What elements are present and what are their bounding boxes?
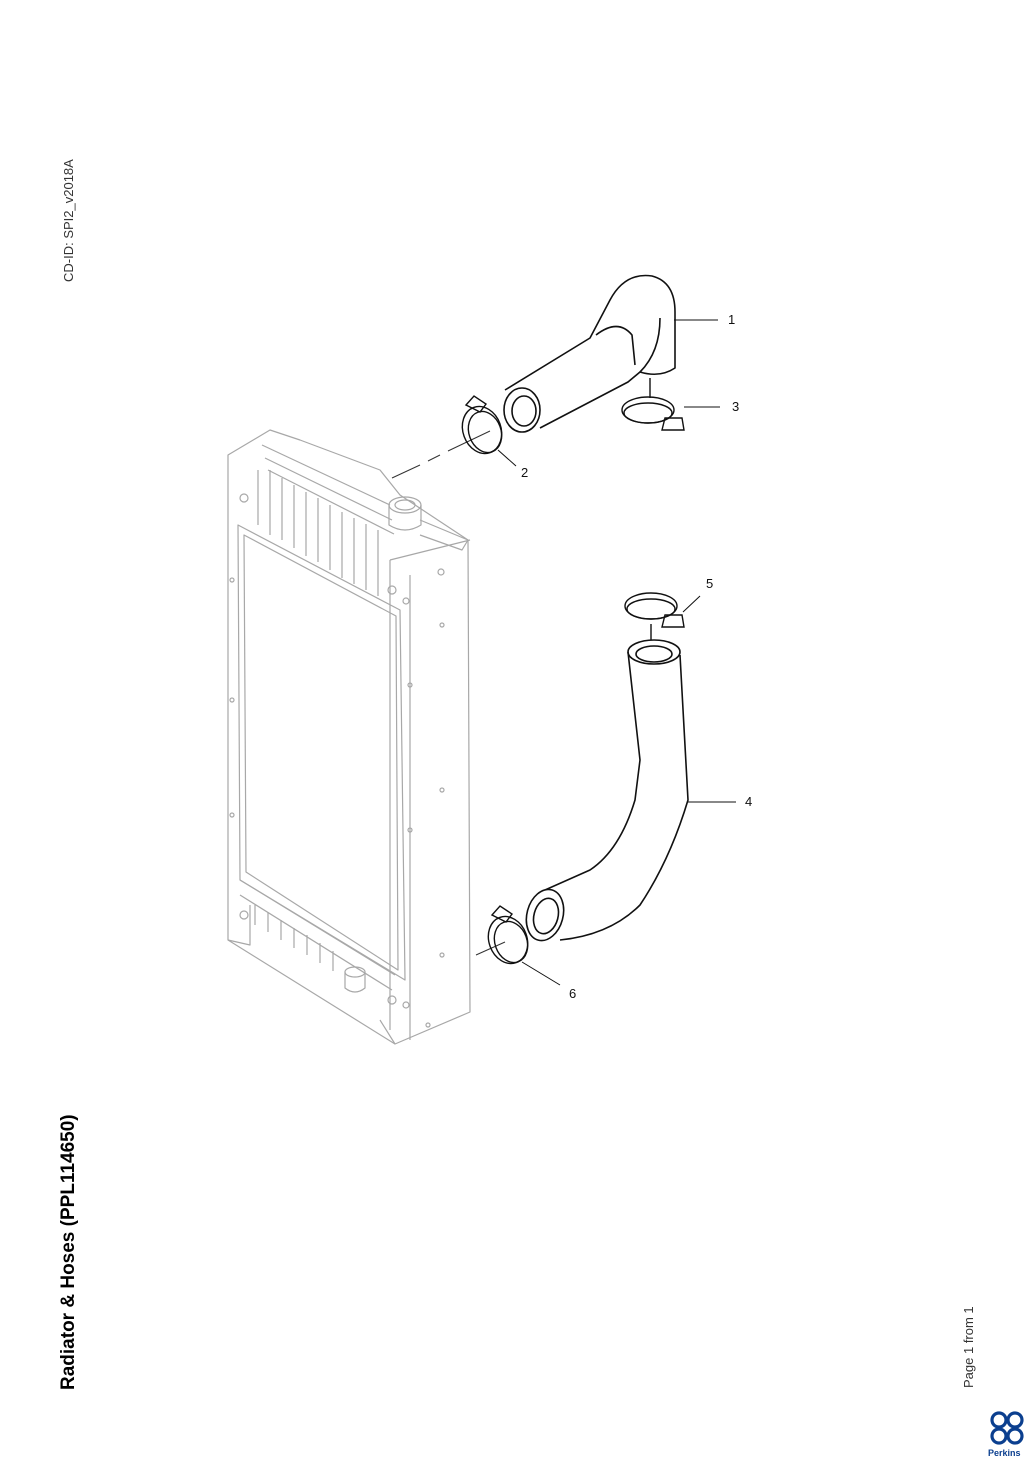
- radiator: [227, 429, 471, 1045]
- clamp-3: [621, 378, 685, 431]
- hose-1: [503, 274, 676, 433]
- callout-leaders: [497, 319, 736, 986]
- callout-2: 2: [521, 465, 528, 480]
- callout-5: 5: [706, 576, 713, 591]
- clamp-2: [461, 395, 503, 455]
- perkins-logo-icon: [990, 1411, 1024, 1445]
- clamp-6: [487, 905, 529, 965]
- callout-3: 3: [732, 399, 739, 414]
- callout-1: 1: [728, 312, 735, 327]
- hose-4: [525, 639, 689, 942]
- logo-text: Perkins: [988, 1448, 1021, 1458]
- callout-4: 4: [745, 794, 752, 809]
- clamp-5: [624, 592, 685, 640]
- dashed-leader: [391, 430, 491, 479]
- callout-6: 6: [569, 986, 576, 1001]
